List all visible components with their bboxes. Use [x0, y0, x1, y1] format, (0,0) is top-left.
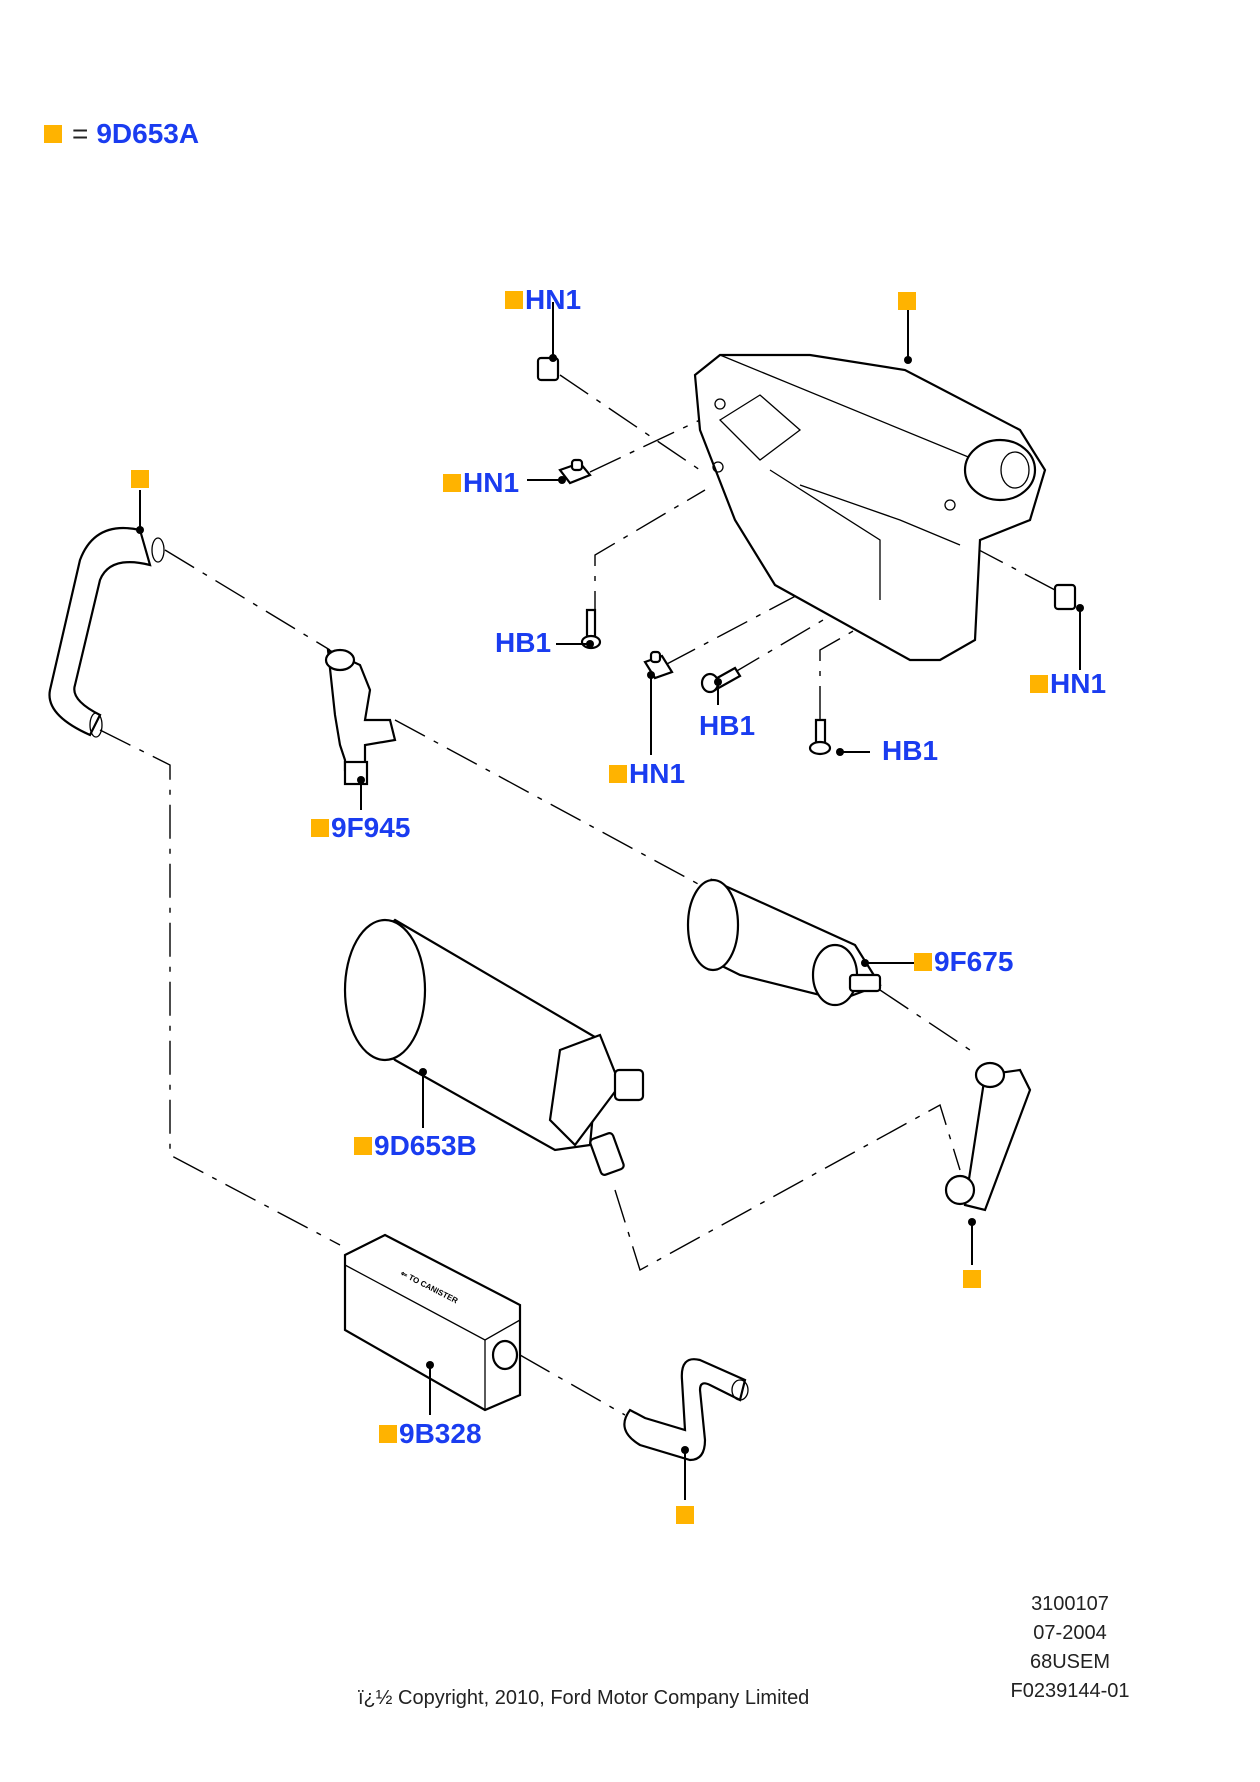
callout-label: 9B328 — [399, 1418, 482, 1449]
callout-label: HN1 — [463, 467, 520, 498]
callout-hn1-left[interactable]: HN1 — [443, 467, 519, 499]
marker-icon — [963, 1270, 981, 1288]
meta-line: 07-2004 — [1033, 1622, 1107, 1644]
callout-label: HB1 — [882, 735, 939, 766]
tube-right-part[interactable] — [944, 1061, 1032, 1212]
copyright-text: ï¿½ Copyright, 2010, Ford Motor Company … — [358, 1687, 810, 1709]
callout-filter[interactable]: 9F675 — [914, 946, 1013, 978]
callout-tube-right[interactable] — [963, 1270, 981, 1288]
marker-icon — [914, 953, 932, 971]
callout-hn1-bottom[interactable]: HN1 — [609, 758, 685, 790]
callout-valve[interactable]: 9F945 — [311, 812, 410, 844]
callout-label: 9D653B — [374, 1130, 477, 1161]
hose-lower-part[interactable] — [623, 1358, 749, 1462]
marker-icon — [354, 1137, 372, 1155]
hn1-nut-icon — [1053, 583, 1077, 611]
callout-label: HB1 — [495, 627, 552, 658]
callout-label: 9F945 — [331, 812, 411, 843]
hose-upper-part[interactable] — [48, 526, 165, 738]
marker-icon — [1030, 675, 1048, 693]
callout-hose-upper[interactable] — [131, 470, 149, 488]
callout-hose-lower[interactable] — [676, 1506, 694, 1524]
leader-lines — [136, 302, 1084, 1500]
meta-line: F0239144-01 — [1010, 1680, 1130, 1702]
legend: = 9D653A — [44, 118, 199, 150]
meta-line: 68USEM — [1029, 1651, 1111, 1673]
callout-canister[interactable]: 9D653B — [354, 1130, 477, 1162]
callout-label: 9F675 — [934, 946, 1014, 977]
legend-code: 9D653A — [96, 118, 200, 149]
callout-hb1-mid[interactable]: HB1 — [697, 710, 755, 742]
marker-icon — [676, 1506, 694, 1524]
marker-icon — [131, 470, 149, 488]
callout-label: HB1 — [699, 710, 756, 741]
valve-part[interactable] — [324, 648, 397, 786]
bracket-part[interactable] — [693, 353, 1047, 662]
marker-icon — [505, 291, 523, 309]
marker-icon — [443, 474, 461, 492]
canister-part[interactable] — [343, 918, 645, 1176]
filter-part[interactable] — [686, 878, 882, 1007]
callout-bracket[interactable] — [898, 292, 916, 310]
marker-icon — [311, 819, 329, 837]
callout-hb1-right[interactable]: HB1 — [880, 735, 938, 767]
callout-hn1-top[interactable]: HN1 — [505, 284, 581, 316]
legend-marker-icon — [44, 125, 62, 143]
callout-hn1-right[interactable]: HN1 — [1030, 668, 1106, 700]
callout-hb1-left[interactable]: HB1 — [493, 627, 551, 659]
callout-pump[interactable]: 9B328 — [379, 1418, 482, 1450]
drawing-meta: 3100107 07-2004 68USEM F0239144-01 — [1010, 1590, 1130, 1706]
marker-icon — [379, 1425, 397, 1443]
callout-label: HN1 — [629, 758, 686, 789]
callout-label: HN1 — [525, 284, 582, 315]
legend-equals: = — [72, 118, 89, 149]
marker-icon — [609, 765, 627, 783]
pump-part[interactable]: ⇐ TO CANISTER — [343, 1233, 522, 1412]
meta-line: 3100107 — [1031, 1593, 1109, 1615]
callout-label: HN1 — [1050, 668, 1107, 699]
hn1-nut-icon — [536, 356, 560, 382]
marker-icon — [898, 292, 916, 310]
fasteners — [536, 356, 1077, 756]
